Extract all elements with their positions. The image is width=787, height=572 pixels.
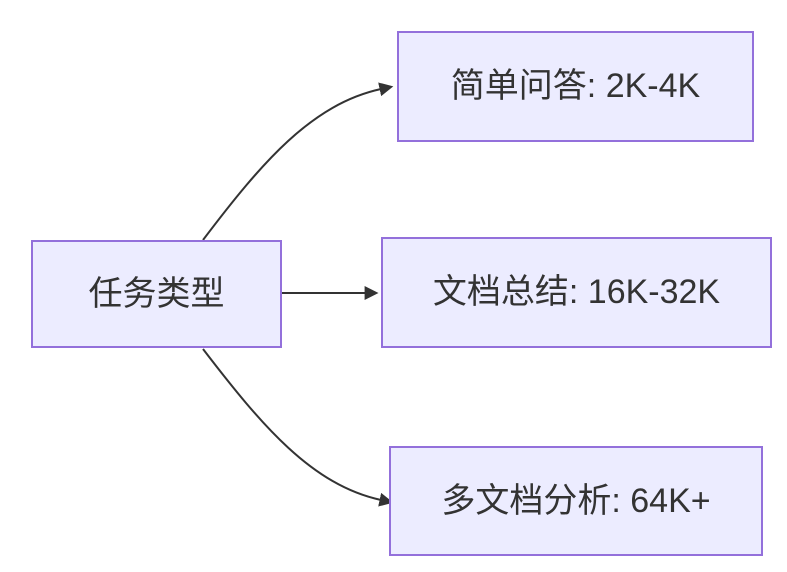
edge-task-to-multi-doc [202, 348, 394, 507]
node-task-type-label: 任务类型 [88, 274, 225, 313]
node-doc-summary: 文档总结: 16K-32K [381, 237, 772, 348]
node-doc-summary-label: 文档总结: 16K-32K [432, 273, 721, 312]
node-simple-qa: 简单问答: 2K-4K [397, 31, 754, 142]
node-task-type: 任务类型 [31, 240, 282, 348]
edge-task-to-simple-qa [202, 82, 394, 241]
node-simple-qa-label: 简单问答: 2K-4K [450, 67, 701, 106]
node-multi-doc-analysis-label: 多文档分析: 64K+ [441, 481, 711, 520]
node-multi-doc-analysis: 多文档分析: 64K+ [389, 446, 763, 556]
